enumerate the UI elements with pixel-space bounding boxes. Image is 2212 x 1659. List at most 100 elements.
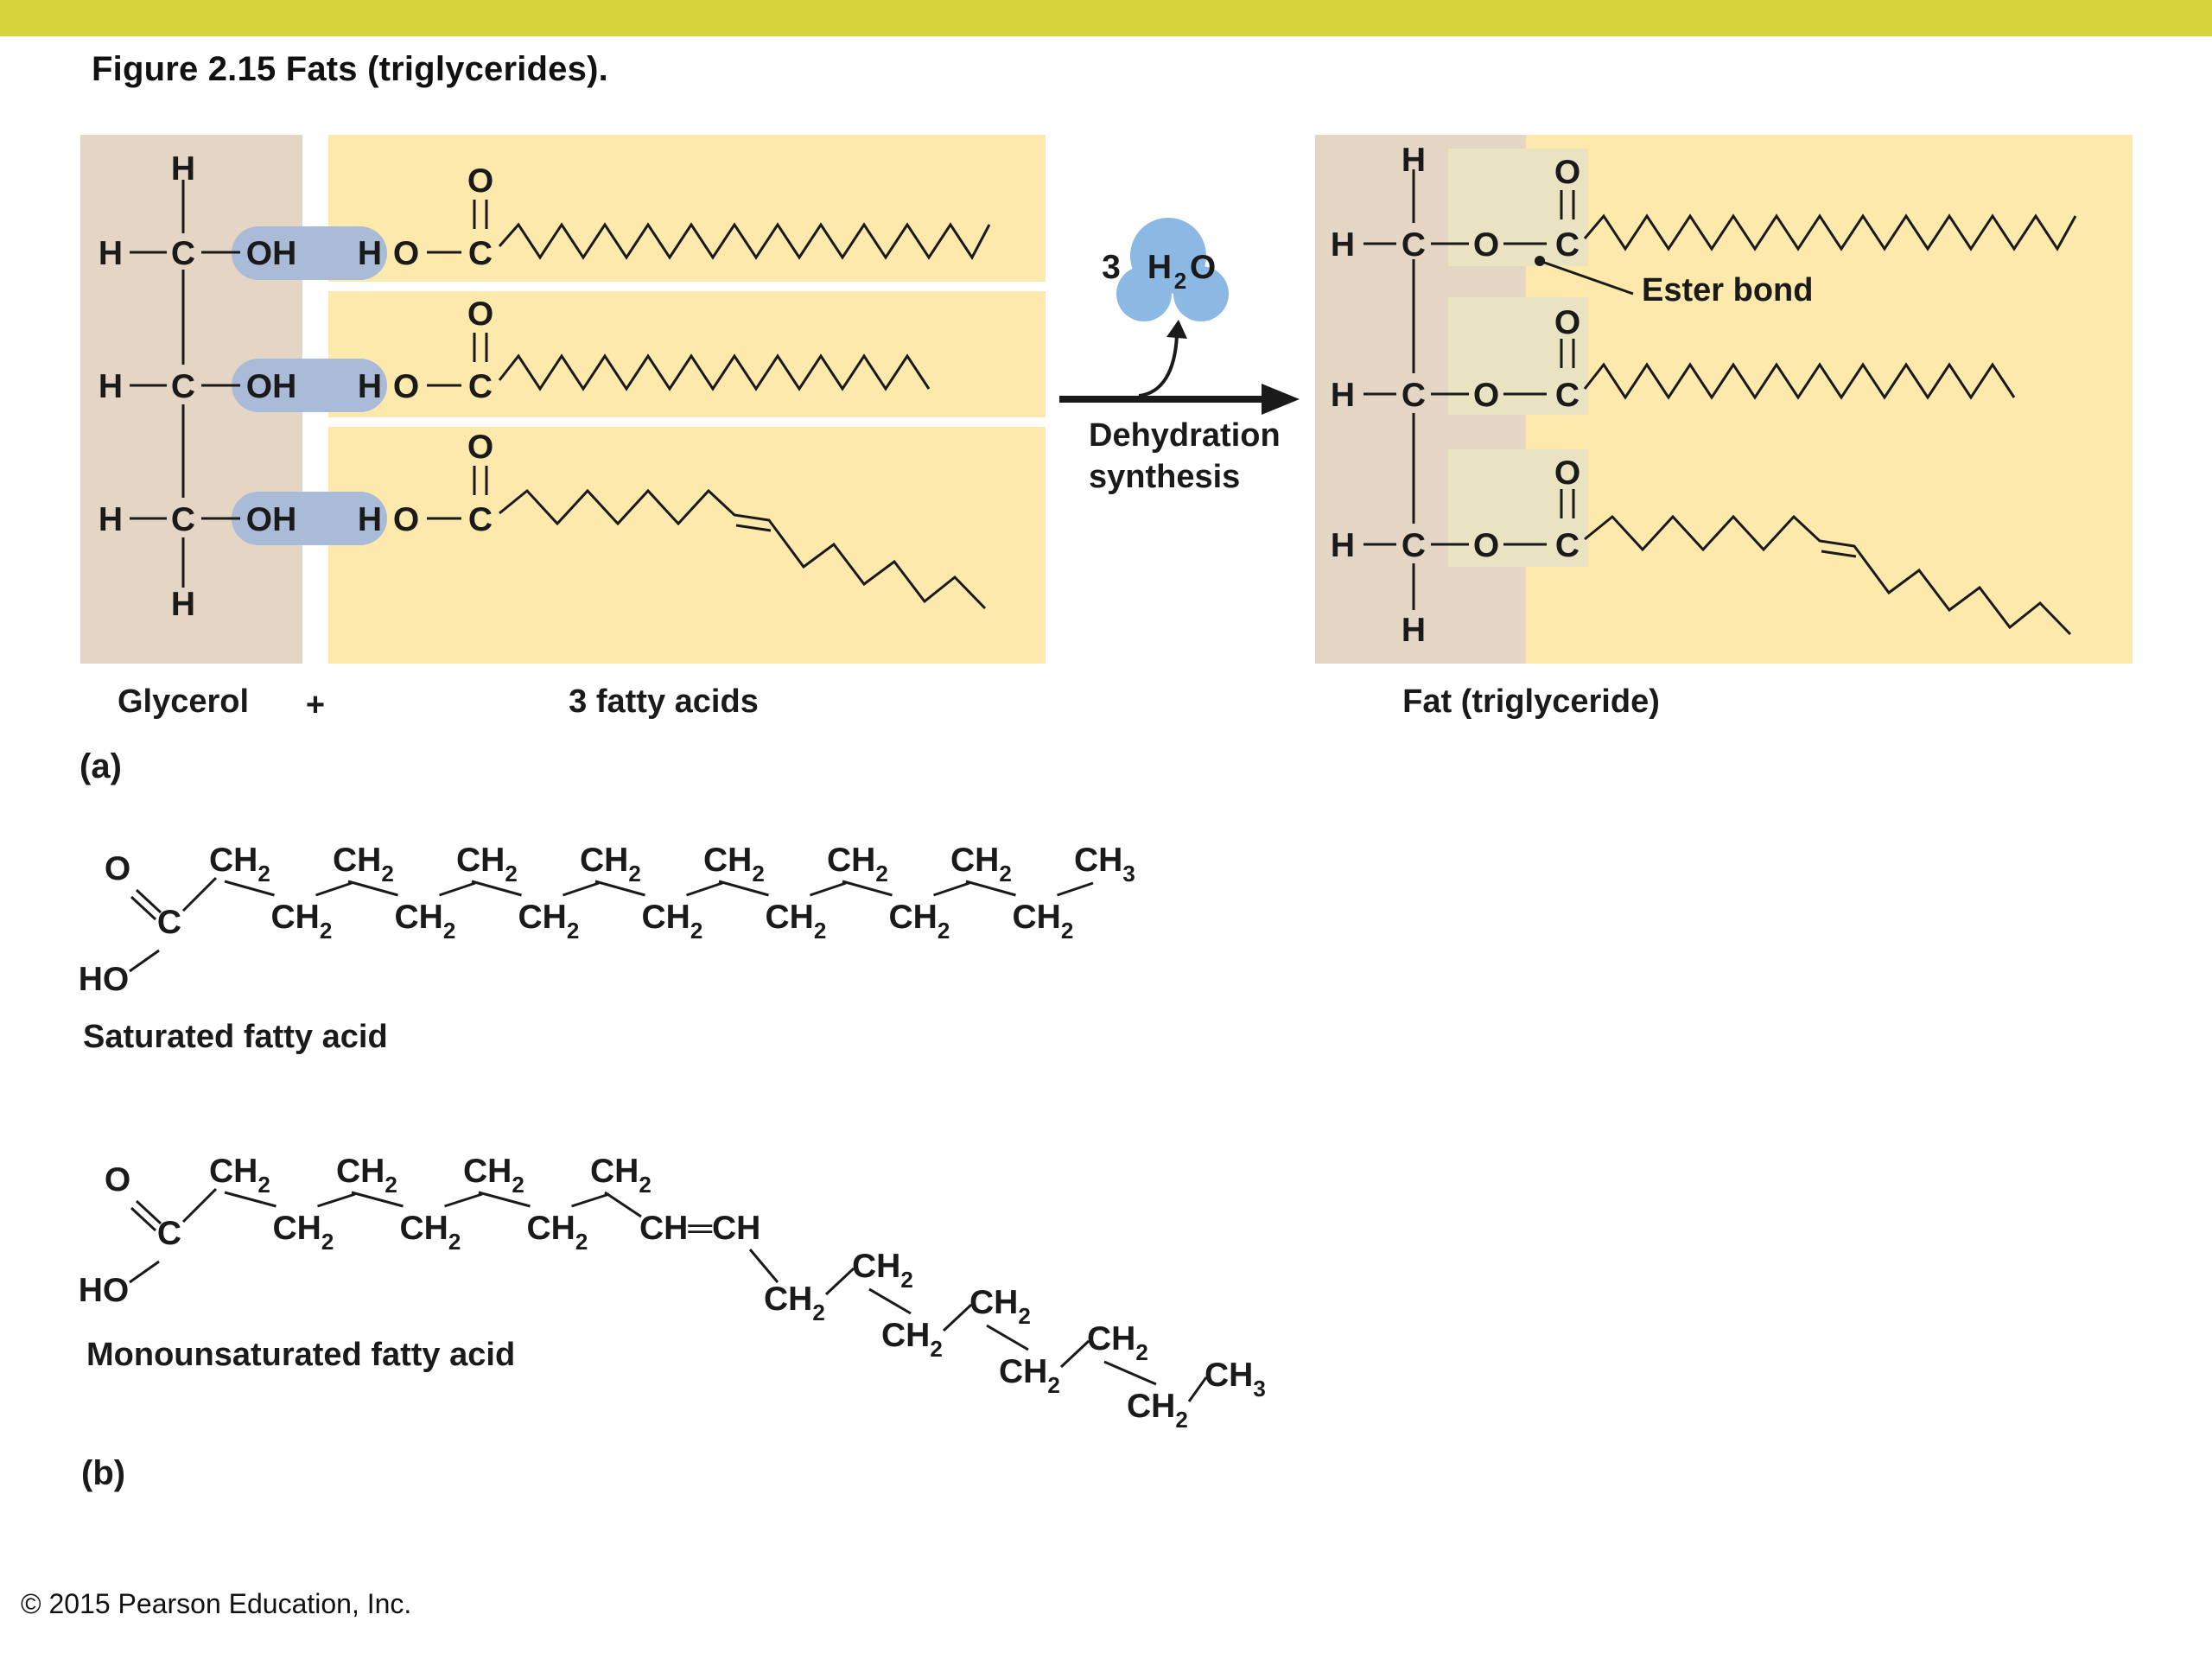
- bond: [594, 880, 645, 897]
- triglyceride-tail-panel: [1526, 135, 2133, 664]
- panel-b-label: (b): [81, 1454, 125, 1492]
- double-bond-group: CH═CH: [639, 1210, 760, 1247]
- water-sub: 2: [1174, 268, 1186, 294]
- glycerol-row-2: H C OH: [99, 368, 296, 405]
- fatty-acid-panel-3: [328, 427, 1046, 664]
- ch-group: CH2: [273, 1210, 334, 1255]
- bond: [1057, 881, 1094, 897]
- panel-a-label: (a): [79, 747, 122, 785]
- atom-c: C: [1402, 527, 1426, 564]
- water-o: O: [1190, 249, 1216, 286]
- atom-o: O: [467, 429, 493, 466]
- bond: [224, 1191, 276, 1208]
- ch-group: CH2: [580, 842, 641, 887]
- triglyceride-row-2: H C O C O: [1331, 304, 1580, 414]
- fatty-acid-head-1: H O C O: [358, 162, 493, 272]
- fatty-acid-panel-2: [328, 291, 1046, 417]
- monounsaturated-label: Monounsaturated fatty acid: [86, 1337, 515, 1373]
- monounsaturated-chain: CH2CH2CH2CH2CH2CH2CH2CH═CHCH2CH2CH2CH2CH…: [209, 1153, 1266, 1433]
- bond: [986, 1324, 1029, 1351]
- ch-group: CH2: [527, 1210, 588, 1255]
- saturated-chain: CH2CH2CH2CH2CH2CH2CH2CH2CH2CH2CH2CH2CH2C…: [209, 842, 1135, 944]
- glycerol-h-bottom: H: [171, 586, 195, 623]
- saturated-o: O: [105, 850, 130, 887]
- atom-o: O: [467, 162, 493, 200]
- ch-group: CH3: [1074, 842, 1135, 887]
- ch-group: CH2: [642, 899, 703, 944]
- plus-sign: +: [306, 687, 325, 723]
- atom-c: C: [1555, 377, 1580, 414]
- bond: [942, 1303, 973, 1332]
- ch-group: CH2: [463, 1153, 524, 1198]
- title-bar: [0, 0, 2212, 36]
- atom-h: H: [358, 235, 382, 272]
- ch-group: CH2: [209, 1153, 270, 1198]
- fatty-acids-label: 3 fatty acids: [569, 683, 759, 720]
- atom-h: H: [1331, 377, 1355, 414]
- mono-c: C: [157, 1215, 181, 1252]
- mono-o: O: [105, 1161, 130, 1198]
- ch-group: CH2: [518, 899, 580, 944]
- atom-c: C: [171, 235, 195, 272]
- ch-group: CH2: [766, 899, 827, 944]
- ch-group: CH2: [271, 899, 333, 944]
- ch-group: CH2: [590, 1153, 652, 1198]
- ch-group: CH2: [400, 1210, 461, 1255]
- atom-c: C: [171, 501, 195, 538]
- product-tail-3: [1584, 514, 2072, 636]
- ch-group: CH2: [999, 1353, 1060, 1398]
- bond: [478, 1191, 531, 1208]
- atom-h: H: [358, 501, 382, 538]
- figure-title: Figure 2.15 Fats (triglycerides).: [92, 50, 608, 88]
- atom-c: C: [1555, 226, 1580, 264]
- bond: [965, 880, 1016, 897]
- atom-h: H: [99, 501, 123, 538]
- glycerol-label: Glycerol: [118, 683, 249, 720]
- ch-group: CH2: [881, 1317, 943, 1362]
- atom-oh: OH: [246, 501, 297, 538]
- bond: [1103, 1360, 1157, 1386]
- water-count: 3: [1102, 249, 1121, 286]
- atom-h: H: [99, 368, 123, 405]
- ch-group: CH2: [456, 842, 518, 887]
- glycerol-row-1: H C OH: [99, 235, 296, 272]
- atom-c: C: [1402, 377, 1426, 414]
- triglyceride-row-1: H C O C O: [1331, 154, 1580, 264]
- ch-group: CH2: [852, 1248, 913, 1293]
- oh-highlight-1: [232, 226, 387, 280]
- atom-h: H: [1331, 226, 1355, 264]
- atom-c: C: [468, 368, 493, 405]
- atom-o: O: [393, 368, 419, 405]
- atom-c: C: [1555, 527, 1580, 564]
- atom-c: C: [171, 368, 195, 405]
- glycerol-bonds: [130, 180, 240, 588]
- atom-o: O: [1554, 304, 1580, 341]
- bond: [571, 1192, 610, 1208]
- atom-o: O: [1473, 527, 1499, 564]
- ch-group: CH2: [703, 842, 765, 887]
- water-h: H: [1147, 249, 1172, 286]
- reactant-tails: [498, 222, 991, 610]
- triglyceride-h-bottom: H: [1402, 612, 1426, 649]
- glycerol-h-top: H: [171, 150, 195, 188]
- triglyceride-h-top: H: [1402, 142, 1426, 179]
- bond: [868, 1287, 912, 1315]
- mono-ho: HO: [79, 1272, 130, 1309]
- atom-h: H: [99, 235, 123, 272]
- bond: [563, 881, 600, 897]
- triglyceride-bonds: [1363, 169, 1575, 610]
- bond: [842, 880, 893, 897]
- bond: [471, 880, 522, 897]
- atom-o: O: [1473, 377, 1499, 414]
- ch-group: CH2: [1013, 899, 1074, 944]
- fatty-acid-head-3: H O C O: [358, 429, 493, 538]
- product-tail-2: [1583, 362, 2016, 400]
- fatty-acid-head-2: H O C O: [358, 296, 493, 405]
- saturated-label: Saturated fatty acid: [83, 1019, 388, 1055]
- ch-group: CH3: [1205, 1357, 1266, 1402]
- reaction-label-line-1: Dehydration: [1089, 417, 1281, 454]
- bond: [718, 880, 769, 897]
- triglyceride-label: Fat (triglyceride): [1402, 683, 1660, 720]
- ch-group: CH2: [1087, 1320, 1148, 1365]
